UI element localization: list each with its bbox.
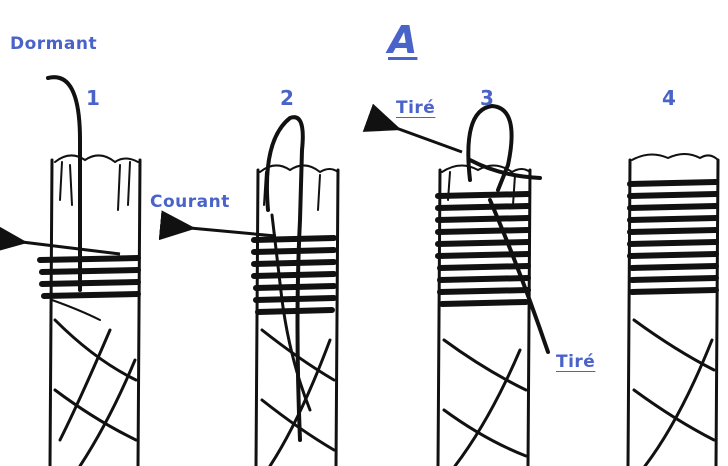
step-number-4: 4: [662, 86, 676, 110]
panel-3-arrow: [396, 128, 462, 152]
panel-4-rope: [628, 154, 718, 466]
step-number-3: 3: [480, 86, 494, 110]
label-tire-bottom: Tiré: [556, 352, 595, 372]
panel-4-turns: [630, 182, 716, 292]
panel-2-arrow: [190, 228, 276, 236]
panel-2-turns: [254, 238, 334, 312]
step-number-2: 2: [280, 86, 294, 110]
panel-2-rope: [256, 117, 338, 466]
label-dormant: Dormant: [10, 34, 97, 54]
label-tire-top: Tiré: [396, 98, 435, 118]
panel-3-turns: [438, 194, 528, 304]
panel-3-rope: [438, 106, 548, 466]
step-number-1: 1: [86, 86, 100, 110]
panel-1-turns: [40, 258, 138, 296]
panel-1-arrow: [22, 242, 120, 254]
diagram-title: A: [388, 18, 417, 62]
label-courant: Courant: [150, 192, 230, 212]
